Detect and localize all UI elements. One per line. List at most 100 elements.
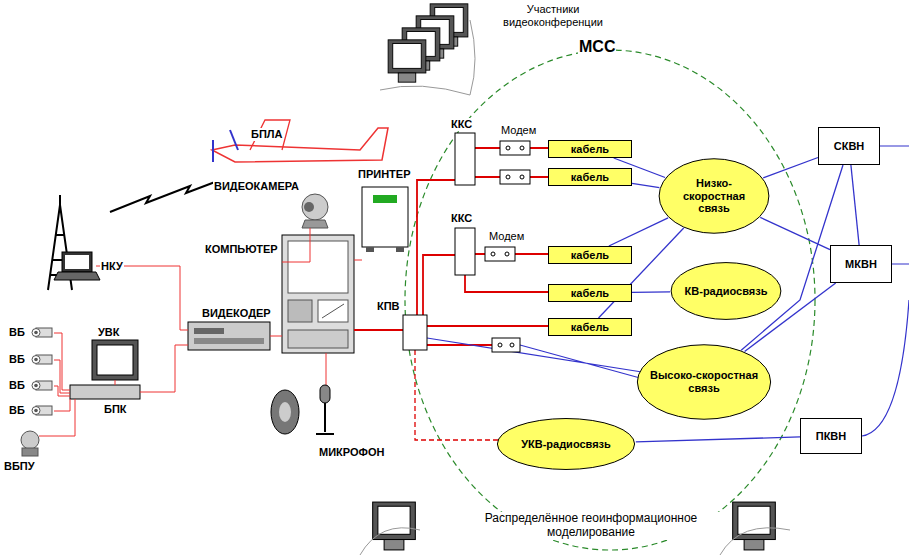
part-label: КПВ — [376, 300, 401, 313]
node-text: кабель — [571, 171, 609, 184]
part-label: Распределённое геоинформационное моделир… — [455, 512, 727, 540]
drawing-path — [54, 333, 70, 390]
part-label: МИКРОФОН — [318, 446, 385, 459]
node-text: КВ-радиосвязь — [681, 285, 771, 298]
drawing-rect — [282, 235, 354, 353]
drawing-g — [485, 141, 530, 352]
part-label: ККС — [450, 212, 473, 225]
drawing-path — [302, 220, 328, 228]
part-label: ВБ — [8, 353, 26, 366]
drawing-rect — [188, 322, 270, 350]
drawing-circle — [491, 252, 495, 256]
link-line — [632, 183, 659, 187]
cable-box: кабель — [548, 168, 632, 186]
drawing-path — [250, 120, 290, 150]
part-label: Модем — [488, 230, 525, 243]
part-label: Модем — [500, 124, 537, 137]
node-text: Высоко-скоростная связь — [650, 369, 759, 394]
part-label: ВБ — [8, 404, 26, 417]
node-text: кабель — [571, 287, 609, 300]
drawing-use — [388, 40, 426, 82]
drawing-rect — [62, 252, 92, 272]
link-line — [760, 217, 830, 249]
drawing-ellipse — [497, 419, 634, 470]
drawing-path — [354, 329, 403, 331]
drawing-path — [427, 325, 548, 327]
drawing-rect — [455, 228, 475, 275]
drawing-circle — [505, 252, 509, 256]
drawing-path — [427, 338, 642, 378]
part-label: ВБ — [8, 379, 26, 392]
drawing-rect — [492, 338, 520, 352]
drawing-line — [212, 140, 214, 162]
drawing-rect — [485, 247, 515, 261]
drawing-rect — [373, 195, 397, 203]
drawing-circle — [302, 194, 328, 220]
cable-box: кабель — [548, 246, 632, 264]
link-line — [763, 158, 818, 178]
drawing-path — [427, 344, 492, 346]
drawing-path — [354, 260, 362, 261]
drawing-g — [39, 228, 362, 436]
link-line — [636, 437, 800, 442]
drawing-path — [270, 336, 282, 337]
drawing-rect — [318, 300, 348, 322]
drawing-ellipse — [279, 402, 291, 422]
cable-box: кабель — [548, 284, 632, 302]
center-box: ПКВН — [800, 418, 862, 454]
part-label: Участники видеоконференции — [496, 3, 610, 28]
drawing-path — [54, 386, 70, 396]
link-line — [851, 165, 859, 245]
drawing-circle — [498, 343, 502, 347]
drawing-path — [380, 20, 475, 95]
cable-box: кабель — [548, 318, 632, 336]
center-box: МКВН — [830, 245, 892, 283]
part-label: БПЛА — [250, 128, 283, 141]
link-line — [609, 218, 668, 246]
drawing-path — [417, 180, 455, 315]
drawing-use — [32, 381, 52, 390]
part-label: МСС — [578, 38, 616, 56]
drawing-path — [115, 380, 116, 385]
drawing-rect — [288, 330, 348, 348]
drawing-use — [32, 355, 52, 364]
node-text: кабель — [571, 143, 609, 156]
drawing-rect — [288, 241, 348, 293]
drawing-rect — [194, 338, 264, 344]
drawing-ellipse — [659, 159, 769, 233]
drawing-circle — [506, 175, 510, 179]
drawing-rect — [500, 170, 530, 184]
drawing-rect — [65, 255, 89, 269]
drawing-ellipse — [637, 345, 770, 419]
drawing-path — [465, 275, 548, 292]
link-line — [632, 291, 670, 293]
node-text: Низко-скоростная связь — [669, 177, 759, 215]
link-line — [599, 228, 684, 318]
drawing-rect — [288, 300, 312, 322]
drawing-path — [720, 528, 790, 555]
drawing-use — [733, 502, 776, 550]
drawing-circle — [510, 343, 514, 347]
node-text: СКВН — [834, 140, 865, 153]
part-label: НКУ — [100, 260, 124, 273]
drawing-rect — [320, 385, 330, 403]
drawing-path — [54, 399, 70, 411]
part-label: ВИДЕКОДЕР — [201, 307, 272, 320]
part-label: ПРИНТЕР — [357, 168, 412, 181]
drawing-line — [230, 130, 238, 150]
drawing-path — [212, 128, 388, 162]
drawing-path — [862, 146, 909, 436]
drawing-circle — [520, 146, 524, 150]
drawing-rect — [92, 340, 138, 380]
drawing-rect — [500, 141, 530, 155]
drawing-path — [423, 255, 455, 315]
drawing-path — [54, 272, 100, 280]
part-label: ККС — [450, 118, 473, 131]
node-text: МКВН — [845, 258, 877, 271]
drawing-path — [54, 360, 70, 393]
part-label: ВБПУ — [3, 460, 36, 473]
network-ellipse: Высоко-скоростная связь — [636, 344, 772, 420]
center-box: СКВН — [818, 127, 880, 165]
drawing-use — [373, 502, 416, 550]
drawing-ellipse — [671, 263, 781, 320]
